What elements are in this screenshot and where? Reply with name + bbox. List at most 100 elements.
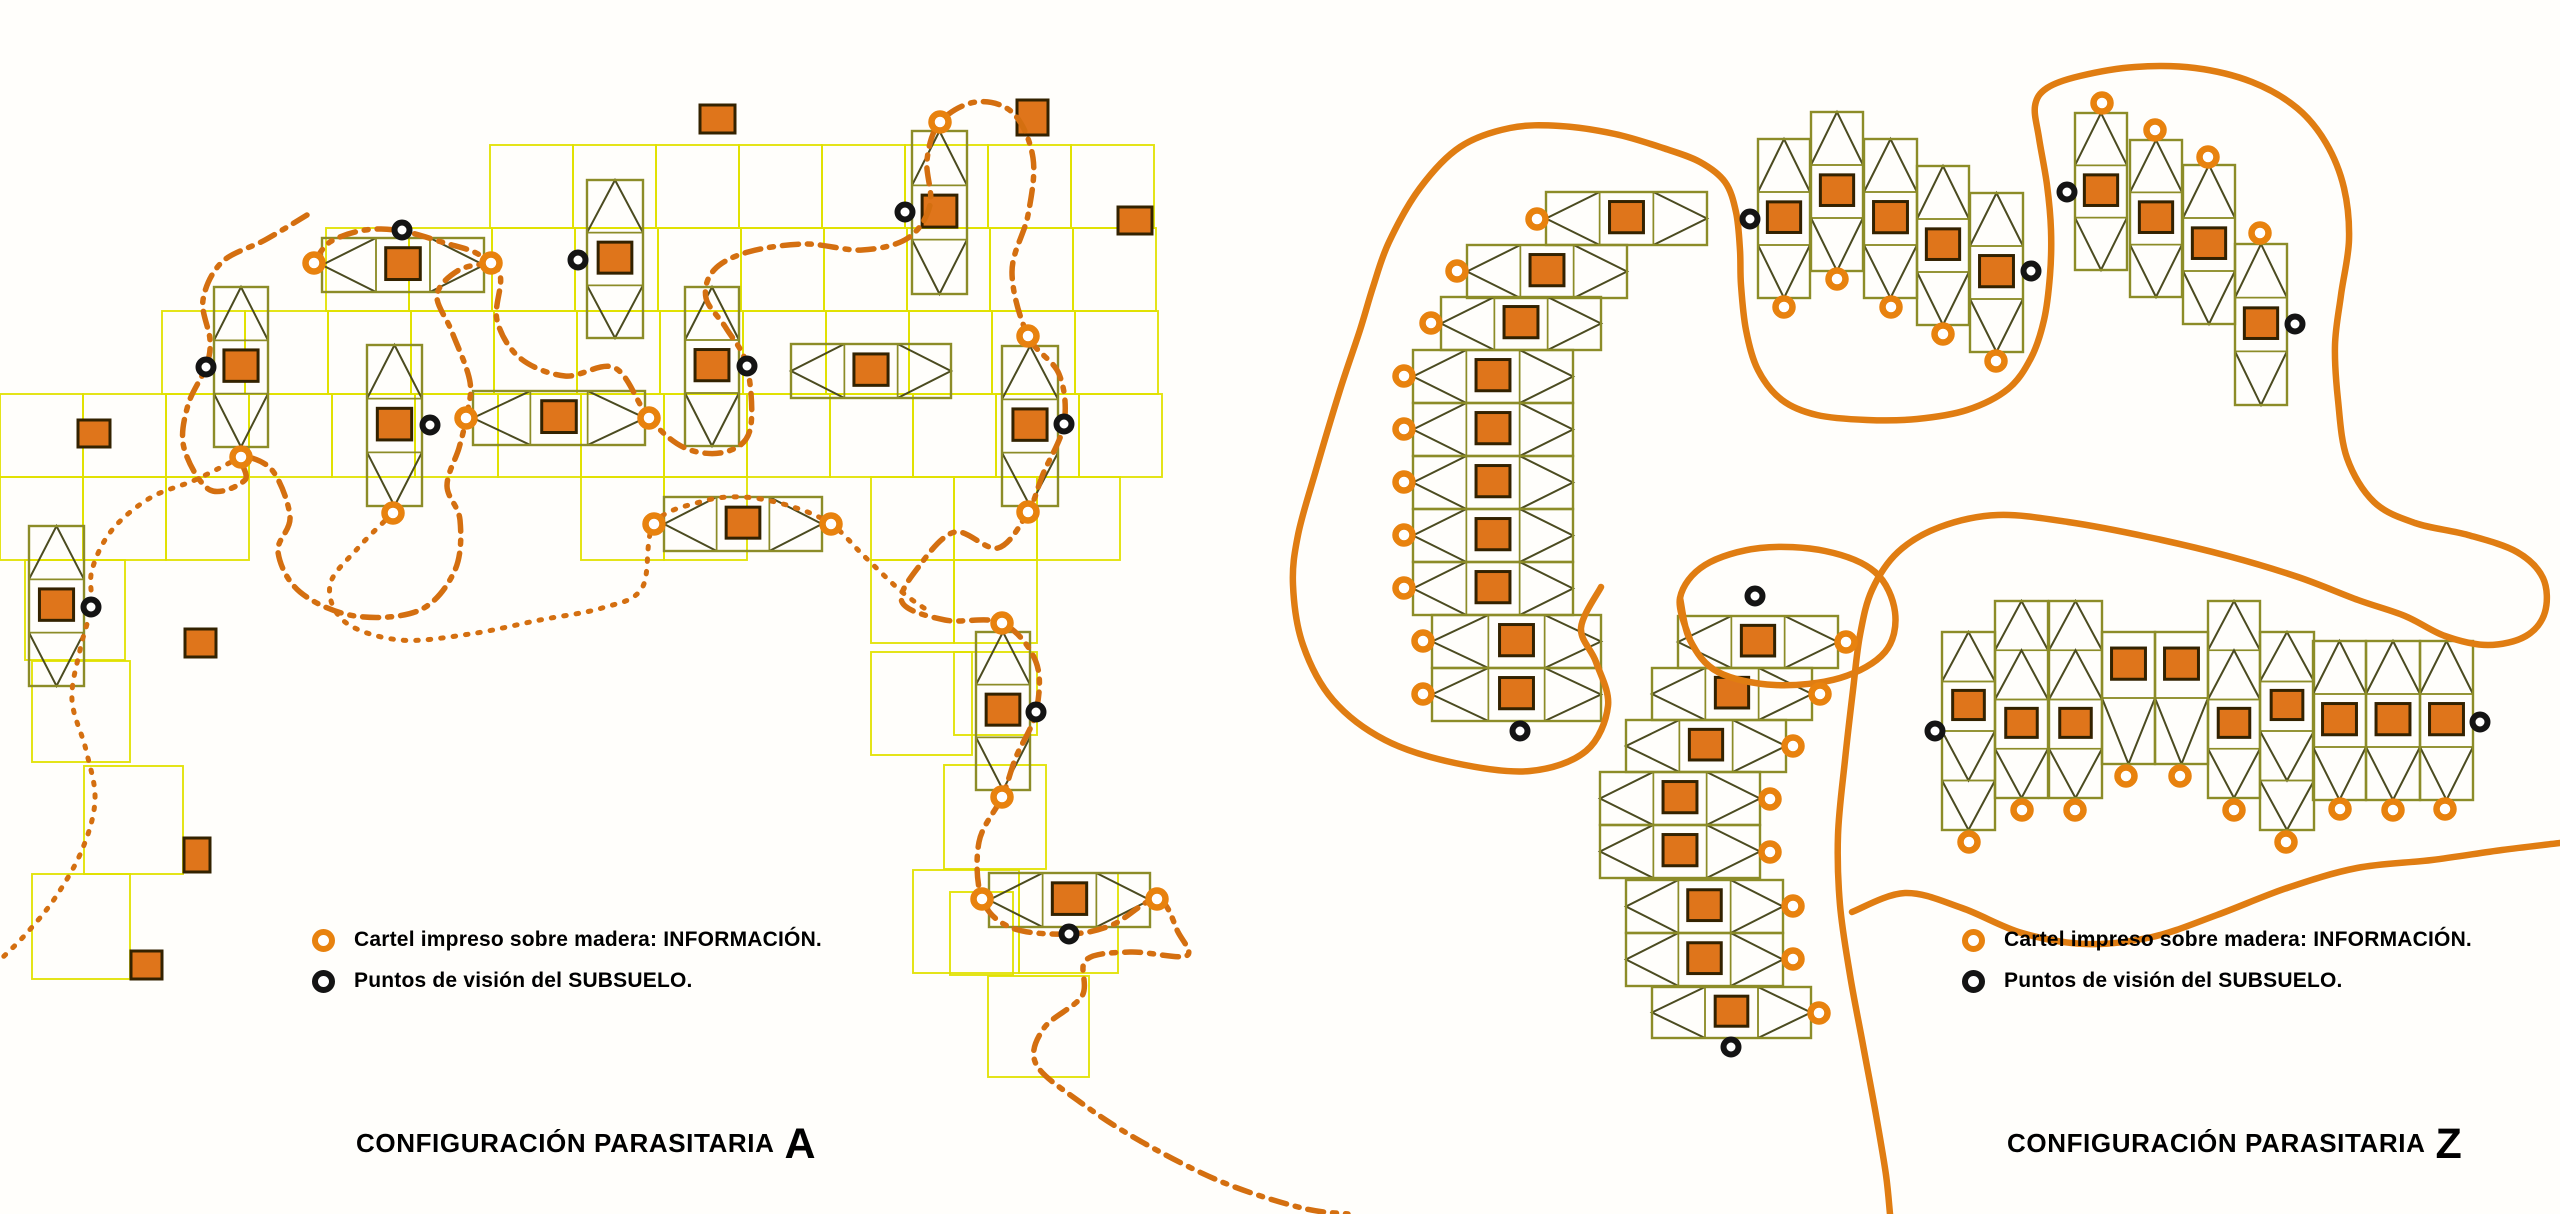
subsoil-ring <box>567 249 589 271</box>
grid-cell <box>31 873 131 980</box>
module-cell <box>2419 746 2474 801</box>
triangle-up <box>2207 648 2261 700</box>
triangle-down <box>1757 244 1811 301</box>
module-cell <box>1625 932 1680 987</box>
lone-orange-square <box>183 627 218 659</box>
module-cell <box>2207 649 2261 701</box>
info-ring <box>2168 764 2192 788</box>
triangle-up <box>28 523 85 580</box>
info-ring <box>1772 295 1796 319</box>
module-cell <box>1431 614 1490 669</box>
module-square <box>2110 646 2147 681</box>
info-ring <box>637 406 661 430</box>
module-cell <box>2365 640 2421 695</box>
module-cell <box>684 392 740 447</box>
triangle-right <box>1544 667 1604 722</box>
triangle-down <box>2074 217 2128 273</box>
grid-cell <box>738 144 823 229</box>
dashdot-route-path <box>311 98 1351 1214</box>
module-cell <box>1412 508 1468 563</box>
info-ring <box>990 611 1014 635</box>
module-cell <box>1546 296 1602 351</box>
title-letter-a: A <box>784 1120 816 1168</box>
module-cell <box>1994 649 2049 701</box>
module-cell <box>2259 779 2315 831</box>
info-ring <box>928 110 952 134</box>
module-cell <box>1994 747 2049 799</box>
module-square <box>1498 676 1535 711</box>
triangle-right <box>1519 455 1576 510</box>
module-cell <box>1518 349 1574 404</box>
legend-z: Cartel impreso sobre madera: INFORMACIÓN… <box>1962 928 2472 993</box>
lone-orange-square <box>76 418 112 449</box>
module-cell <box>1757 138 1811 193</box>
grid-cell <box>663 393 748 478</box>
module-cell <box>1863 244 1918 299</box>
triangle-right <box>1519 402 1576 457</box>
triangle-down <box>1941 780 1996 833</box>
info-ring <box>2381 798 2405 822</box>
triangle-right <box>897 343 954 399</box>
module-cell <box>911 130 968 187</box>
module-cell <box>1969 298 2024 353</box>
module-square <box>1474 517 1512 552</box>
grid-cell <box>943 764 1047 870</box>
module-square <box>596 240 634 275</box>
info-ring <box>1807 1001 1831 1025</box>
triangle-left <box>1597 771 1654 826</box>
module-cell <box>1757 244 1811 299</box>
triangle-left <box>1623 719 1680 773</box>
info-ring <box>2328 797 2352 821</box>
triangle-up <box>2048 648 2103 700</box>
black-ring-icon <box>1962 969 1985 993</box>
module-square <box>540 399 578 435</box>
module-cell <box>1916 271 1970 326</box>
info-ring <box>1781 894 1805 918</box>
triangle-down <box>2365 746 2421 803</box>
module-cell <box>1001 345 1059 401</box>
module-cell <box>1994 600 2049 652</box>
module-square <box>1686 888 1723 923</box>
legend-item-puntos: Puntos de visión del SUBSUELO. <box>312 969 822 993</box>
module-cell <box>1705 824 1761 879</box>
dotted-route-path <box>0 454 244 963</box>
module-square <box>2190 226 2228 260</box>
module-cell <box>1969 192 2024 247</box>
triangle-left <box>1429 667 1489 722</box>
triangle-down <box>2154 697 2209 767</box>
subsoil-ring <box>419 414 441 436</box>
grid-cell <box>491 227 576 312</box>
info-ring <box>1834 630 1858 654</box>
dashdot-route-path <box>179 212 494 621</box>
triangle-up <box>2312 638 2367 695</box>
triangle-left <box>1410 455 1467 510</box>
subsoil-ring <box>2469 711 2491 733</box>
subsoil-ring <box>1744 585 1766 607</box>
grid-cell <box>953 559 1038 644</box>
module-cell <box>1545 191 1601 246</box>
grid-cell <box>657 227 742 312</box>
triangle-right <box>1757 986 1814 1039</box>
triangle-left <box>1649 667 1706 721</box>
module-cell <box>2312 640 2367 695</box>
info-ring <box>970 887 994 911</box>
module-cell <box>2129 139 2183 194</box>
triangle-right <box>1784 615 1841 669</box>
grid-cell <box>576 310 661 395</box>
grid-cell <box>1074 310 1159 395</box>
triangle-up <box>2419 638 2474 695</box>
legend-a: Cartel impreso sobre madera: INFORMACIÓN… <box>312 928 822 993</box>
triangle-left <box>1429 614 1489 669</box>
module-square <box>2374 702 2412 737</box>
grid-cell <box>655 144 740 229</box>
info-ring <box>1016 324 1040 348</box>
legend-label: Puntos de visión del SUBSUELO. <box>2004 969 2343 992</box>
info-ring <box>642 512 666 536</box>
info-ring <box>990 785 1014 809</box>
triangle-left <box>470 390 531 446</box>
module-cell <box>586 179 644 234</box>
module-cell <box>1599 824 1655 879</box>
module-cell <box>2154 697 2209 765</box>
module-square <box>2082 173 2120 207</box>
